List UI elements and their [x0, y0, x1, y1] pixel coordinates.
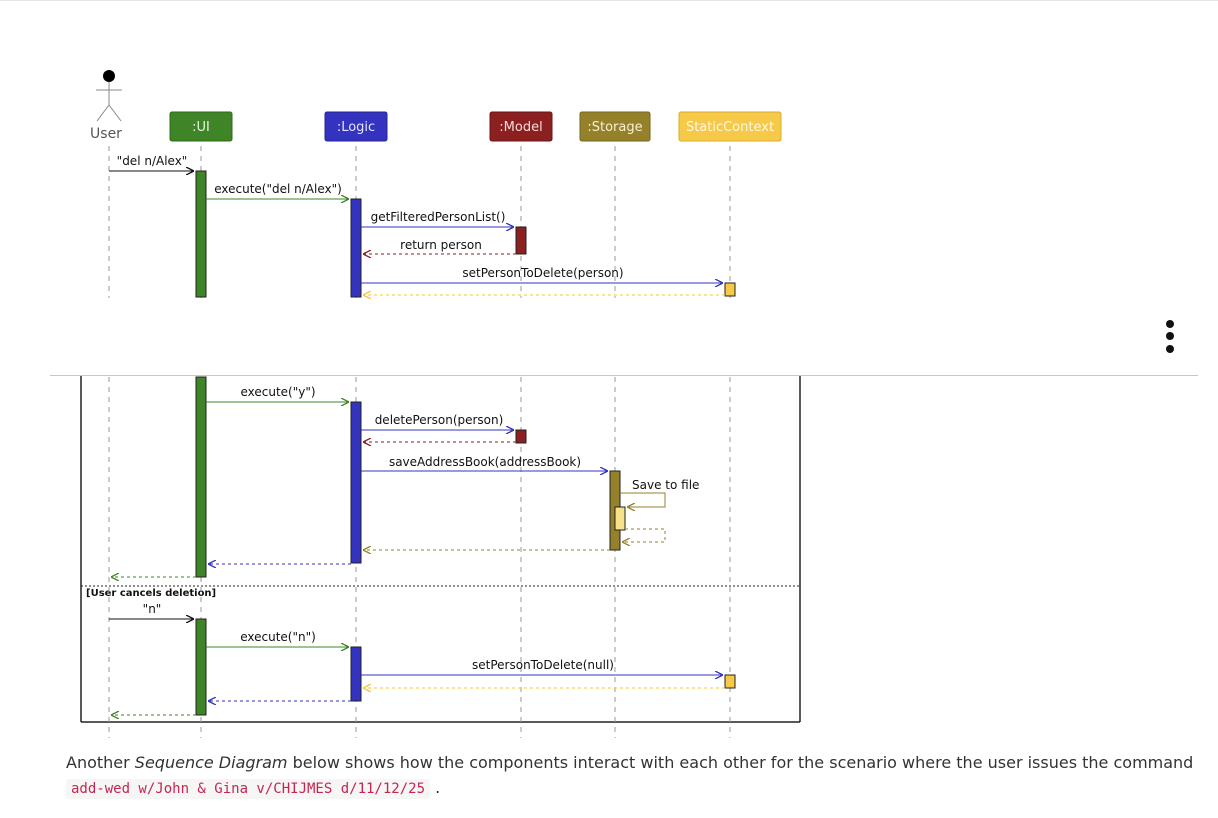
svg-text::Logic: :Logic	[337, 120, 375, 135]
msg-delete-person: deletePerson(person)	[361, 413, 514, 430]
svg-text:StaticContext: StaticContext	[686, 120, 774, 135]
storage-self-activation	[614, 506, 626, 531]
svg-text:execute("del n/Alex"): execute("del n/Alex")	[214, 182, 342, 196]
msg-execute-del: execute("del n/Alex")	[206, 182, 349, 199]
participant-logic: :Logic	[324, 111, 388, 142]
msg-return-person: return person	[363, 238, 516, 254]
msg-save-file: Save to file	[620, 478, 699, 507]
msg-get-filtered: getFilteredPersonList()	[361, 210, 514, 227]
caption-end: .	[435, 778, 441, 797]
svg-text:setPersonToDelete(person): setPersonToDelete(person)	[462, 266, 623, 280]
svg-text:deletePerson(person): deletePerson(person)	[375, 413, 504, 427]
caption-pre: Another	[66, 753, 135, 772]
svg-text::Model: :Model	[499, 120, 542, 135]
context-activation-null	[724, 674, 736, 689]
msg-save-book: saveAddressBook(addressBook)	[361, 455, 608, 471]
sequence-diagram: User :UI :Logic :Model :Storage StaticCo…	[80, 70, 801, 738]
context-activation	[724, 282, 736, 297]
page-top-border	[0, 0, 1218, 1]
ui-activation-confirm	[195, 376, 207, 578]
caption-post: below shows how the components interact …	[287, 753, 1194, 772]
msg-execute-y: execute("y")	[206, 385, 349, 402]
svg-text::Storage: :Storage	[587, 120, 642, 135]
section-divider	[50, 375, 1198, 376]
svg-text:getFilteredPersonList(): getFilteredPersonList()	[371, 210, 506, 224]
msg-save-file-return	[622, 528, 666, 542]
user-actor: User	[90, 70, 122, 142]
msg-del-command: "del n/Alex"	[109, 154, 194, 171]
svg-text:execute("y"): execute("y")	[240, 385, 315, 399]
model-activation	[515, 226, 527, 255]
msg-set-null: setPersonToDelete(null)	[361, 658, 723, 675]
msg-set-to-delete: setPersonToDelete(person)	[361, 266, 723, 283]
caption-italic: Sequence Diagram	[134, 753, 288, 772]
alt-guard-label: [User cancels deletion]	[86, 588, 216, 599]
svg-text:setPersonToDelete(null): setPersonToDelete(null)	[472, 658, 614, 672]
participant-staticcontext: StaticContext	[678, 111, 782, 142]
svg-text:Save to file: Save to file	[632, 478, 699, 492]
model-activation-delete	[515, 429, 527, 444]
alt-frame: [User cancels deletion]	[80, 376, 801, 723]
svg-text:return person: return person	[400, 238, 482, 252]
logic-activation	[350, 198, 362, 298]
participant-storage: :Storage	[579, 111, 651, 142]
svg-text:execute("n"): execute("n")	[240, 630, 316, 644]
msg-n-command: "n"	[109, 602, 194, 619]
svg-text:"del n/Alex": "del n/Alex"	[117, 154, 188, 168]
msg-execute-n: execute("n")	[206, 630, 349, 647]
ui-activation	[195, 170, 207, 298]
participant-model: :Model	[489, 111, 553, 142]
svg-text:saveAddressBook(addressBook): saveAddressBook(addressBook)	[389, 455, 581, 469]
svg-text:"n": "n"	[143, 602, 162, 616]
caption-paragraph: Another Sequence Diagram below shows how…	[66, 750, 1206, 802]
participant-ui: :UI	[169, 111, 233, 142]
logic-activation-confirm	[350, 401, 362, 564]
ui-activation-cancel	[195, 618, 207, 716]
user-label: User	[90, 126, 122, 142]
caption-command-code: add-wed w/John & Gina v/CHIJMES d/11/12/…	[66, 779, 431, 799]
svg-text::UI: :UI	[192, 120, 210, 135]
more-vertical-icon[interactable]	[1162, 318, 1178, 358]
logic-activation-cancel	[350, 646, 362, 702]
